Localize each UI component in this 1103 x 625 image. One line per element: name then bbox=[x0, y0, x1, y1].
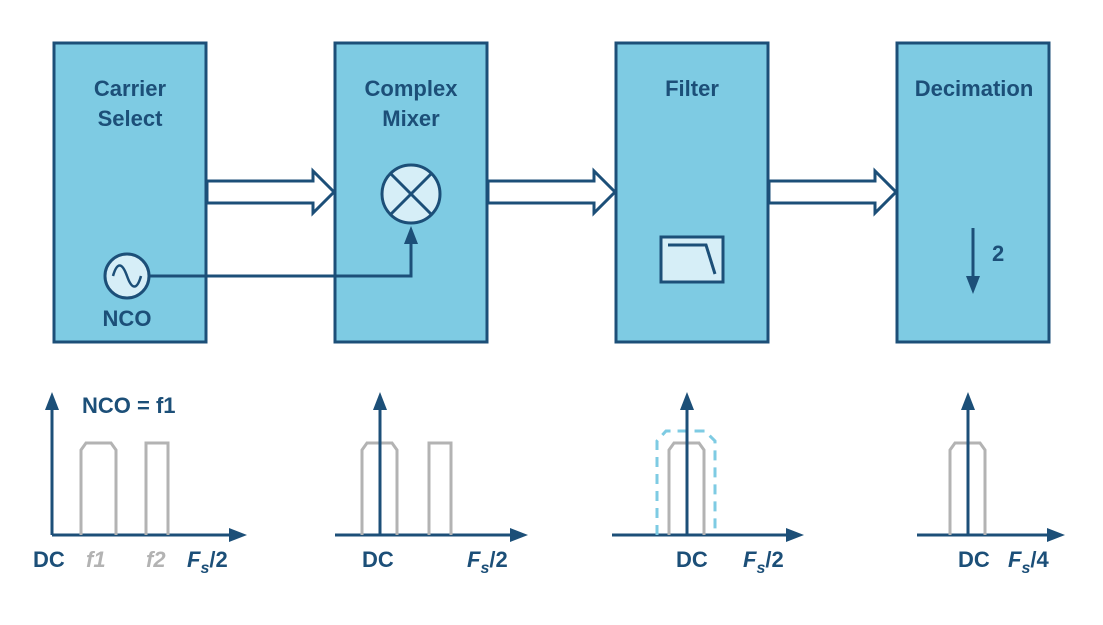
decimation-block: Decimation 2 bbox=[895, 41, 1051, 344]
lowpass-filter-icon bbox=[659, 235, 725, 284]
mixer-multiply-icon bbox=[380, 163, 442, 225]
spectrum1-f2-label: f2 bbox=[146, 547, 166, 572]
decimation-factor: 2 bbox=[992, 241, 1004, 266]
filter-label: Filter bbox=[665, 76, 719, 101]
spectrum2-x-arrowhead bbox=[510, 528, 528, 542]
spectrum-carrier-select: NCO = f1 DC f1 f2 Fs/2 bbox=[33, 392, 247, 577]
spectrum1-y-arrowhead bbox=[45, 392, 59, 410]
complex-mixer-label-line1: Complex bbox=[365, 76, 459, 101]
spectrum2-y-arrowhead bbox=[373, 392, 387, 410]
spectrum3-dc-label: DC bbox=[676, 547, 708, 572]
filter-block: Filter bbox=[614, 41, 770, 344]
spectrum1-x-arrowhead bbox=[229, 528, 247, 542]
spectrum-filter: DC Fs/2 bbox=[612, 392, 804, 577]
spectrum1-dc-label: DC bbox=[33, 547, 65, 572]
complex-mixer-label-line2: Mixer bbox=[382, 106, 440, 131]
carrier-select-label-line1: Carrier bbox=[94, 76, 167, 101]
flow-arrow-2 bbox=[486, 167, 618, 217]
spectrum-complex-mixer: DC Fs/2 bbox=[335, 392, 528, 577]
flow-arrow-1 bbox=[205, 167, 337, 217]
spectrum4-x-arrowhead bbox=[1047, 528, 1065, 542]
carrier-select-block: Carrier Select NCO bbox=[52, 41, 208, 344]
flow-arrows bbox=[205, 167, 899, 217]
spectrum1-f1-label: f1 bbox=[86, 547, 106, 572]
spectrum1-annotation: NCO = f1 bbox=[82, 393, 176, 418]
spectrum2-fs-label: Fs/2 bbox=[467, 547, 508, 577]
nco-oscillator-icon bbox=[103, 252, 151, 300]
spectrum4-fs-label: Fs/4 bbox=[1008, 547, 1049, 577]
complex-mixer-block: Complex Mixer bbox=[333, 41, 489, 344]
spectrum3-x-arrowhead bbox=[786, 528, 804, 542]
spectrum4-y-arrowhead bbox=[961, 392, 975, 410]
nco-to-mixer-connection bbox=[149, 226, 418, 278]
spectrum3-fs-label: Fs/2 bbox=[743, 547, 784, 577]
spectrum2-carrier-f2 bbox=[427, 441, 453, 535]
spectrum2-dc-label: DC bbox=[362, 547, 394, 572]
downsample-arrow-icon bbox=[966, 228, 980, 294]
spectrum1-carrier-f1 bbox=[79, 441, 118, 535]
flow-arrow-3 bbox=[767, 167, 899, 217]
nco-label: NCO bbox=[103, 306, 152, 331]
spectrum1-fs-label: Fs/2 bbox=[187, 547, 228, 577]
spectrum1-carrier-f2 bbox=[144, 441, 170, 535]
spectrum4-dc-label: DC bbox=[958, 547, 990, 572]
spectrum3-y-arrowhead bbox=[680, 392, 694, 410]
carrier-select-label-line2: Select bbox=[98, 106, 163, 131]
decimation-label: Decimation bbox=[915, 76, 1034, 101]
spectrum-decimation: DC Fs/4 bbox=[917, 392, 1065, 577]
